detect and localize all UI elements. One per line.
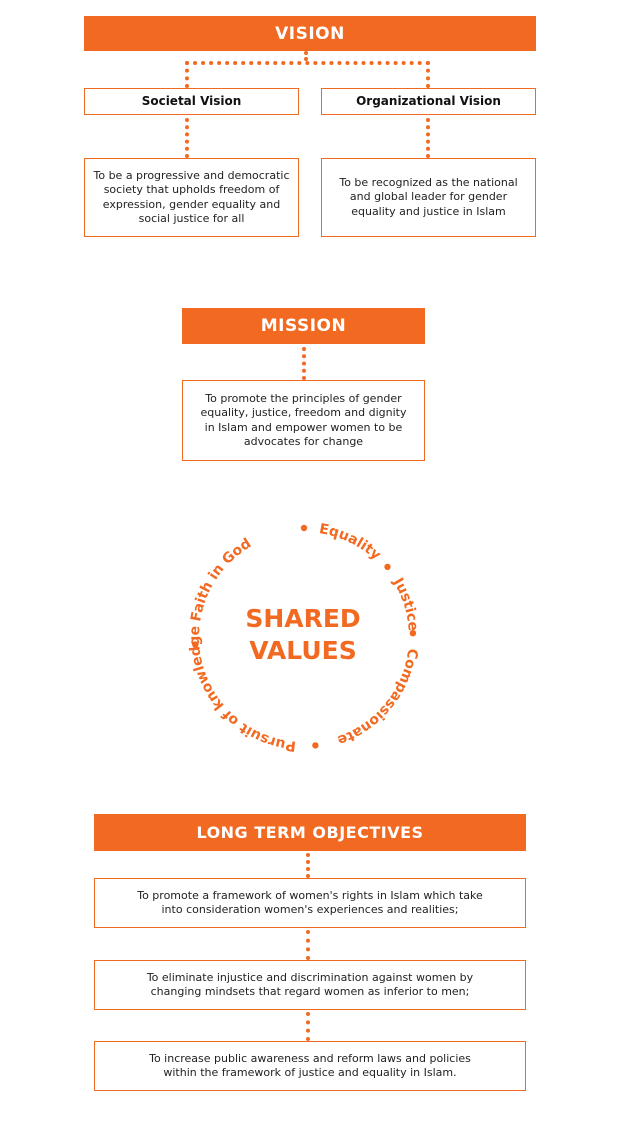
- value-separator-dot: [300, 524, 308, 532]
- societal-vision-line: society that upholds freedom of: [103, 183, 280, 196]
- objectives-title: LONG TERM OBJECTIVES: [196, 823, 424, 842]
- vision-title: VISION: [275, 23, 345, 44]
- societal-vision-text: To be a progressive and democratic socie…: [94, 169, 290, 227]
- organizational-vision-heading: Organizational Vision: [356, 94, 501, 109]
- societal-vision-heading-box: Societal Vision: [84, 88, 299, 115]
- mission-title: MISSION: [260, 316, 347, 336]
- mission-text: To promote the principles of gender equa…: [200, 392, 406, 450]
- societal-vision-connector: [185, 118, 189, 158]
- value-separator-dot: [384, 563, 391, 571]
- objective-line: within the framework of justice and equa…: [163, 1066, 457, 1079]
- objective-line: into consideration women's experiences a…: [161, 903, 459, 916]
- shared-values-wheel: SHARED VALUES Faith in God EqualityJustic…: [187, 521, 421, 754]
- shared-values-title-line1: SHARED: [245, 604, 360, 633]
- societal-vision-line: To be a progressive and democratic: [93, 168, 290, 182]
- organizational-vision-heading-box: Organizational Vision: [321, 88, 536, 115]
- vision-stem-connector: [304, 51, 308, 61]
- value-separator-dot: [192, 641, 199, 648]
- shared-value-label: Faith in God: [188, 536, 254, 623]
- mission-line: To promote the principles of gender: [205, 391, 402, 405]
- vision-right-drop-connector: [426, 61, 430, 88]
- objective-line: To promote a framework of women's rights…: [137, 888, 483, 902]
- objectives-header: LONG TERM OBJECTIVES: [94, 814, 526, 851]
- societal-vision-text-box: To be a progressive and democratic socie…: [84, 158, 299, 237]
- mission-line: in Islam and empower women to be: [204, 420, 403, 434]
- organizational-vision-line: To be recognized as the national: [339, 175, 518, 189]
- objective-text-1: To promote a framework of women's rights…: [137, 889, 483, 918]
- organizational-vision-line: equality and justice in Islam: [351, 204, 506, 218]
- objective-line: To eliminate injustice and discriminatio…: [146, 970, 474, 984]
- objectives-connector-3: [306, 1012, 310, 1041]
- objective-text-3: To increase public awareness and reform …: [149, 1052, 471, 1081]
- organizational-vision-connector: [426, 118, 430, 158]
- value-separator-dot: [312, 742, 319, 749]
- societal-vision-line: social justice for all: [138, 212, 245, 225]
- societal-vision-line: expression, gender equality and: [102, 197, 281, 211]
- objective-item-1: To promote a framework of women's rights…: [94, 878, 526, 928]
- organizational-vision-text-box: To be recognized as the national and glo…: [321, 158, 536, 237]
- shared-values-title-line2: VALUES: [249, 636, 356, 665]
- mission-connector: [302, 347, 306, 380]
- vision-header: VISION: [84, 16, 536, 51]
- societal-vision-heading: Societal Vision: [141, 94, 242, 109]
- value-separator-dot: [409, 630, 417, 637]
- vision-left-drop-connector: [185, 61, 189, 88]
- objective-item-3: To increase public awareness and reform …: [94, 1041, 526, 1091]
- objectives-connector-2: [306, 930, 310, 960]
- objective-line: To increase public awareness and reform …: [149, 1051, 471, 1065]
- mission-text-box: To promote the principles of gender equa…: [182, 380, 425, 461]
- objective-text-2: To eliminate injustice and discriminatio…: [147, 971, 473, 1000]
- objective-line: changing mindsets that regard women as i…: [150, 985, 470, 998]
- mission-line: equality, justice, freedom and dignity: [200, 406, 407, 419]
- shared-value-label: Equality: [318, 521, 384, 563]
- vision-branch-connector: [185, 61, 430, 65]
- objectives-connector-1: [306, 853, 310, 878]
- organizational-vision-text: To be recognized as the national and glo…: [339, 176, 517, 220]
- organizational-vision-line: and global leader for gender: [349, 190, 508, 204]
- objective-item-2: To eliminate injustice and discriminatio…: [94, 960, 526, 1010]
- shared-value-label: Justice: [389, 574, 421, 631]
- mission-line: advocates for change: [243, 435, 364, 448]
- mission-header: MISSION: [182, 308, 425, 344]
